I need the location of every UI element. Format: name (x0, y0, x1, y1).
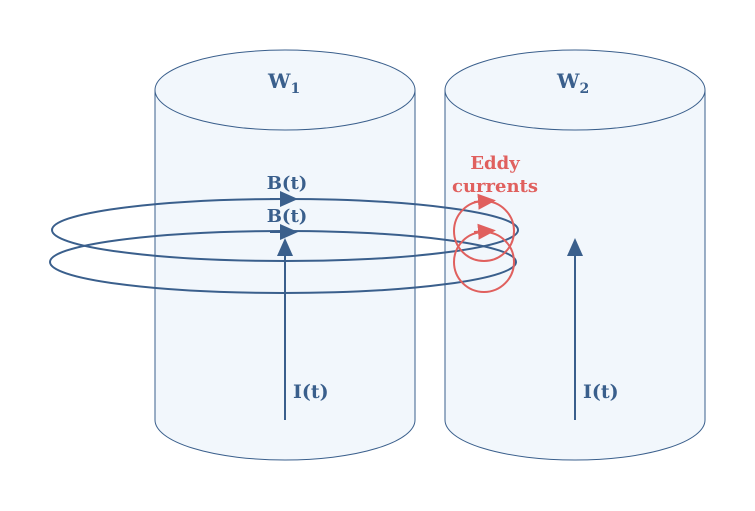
eddy-label-line1: Eddy (470, 153, 520, 174)
current-label-w2: I(t) (583, 381, 619, 403)
eddy-arrow-lower (473, 223, 496, 240)
field-label-upper: B(t) (267, 173, 308, 194)
wire-w1-label: W1 (267, 69, 300, 97)
wire-w2-label: W2 (556, 69, 589, 97)
field-label-lower: B(t) (267, 206, 308, 227)
current-label-w1: I(t) (293, 381, 329, 403)
eddy-label-line2: currents (452, 176, 538, 197)
eddy-arrow-upper (473, 193, 496, 210)
